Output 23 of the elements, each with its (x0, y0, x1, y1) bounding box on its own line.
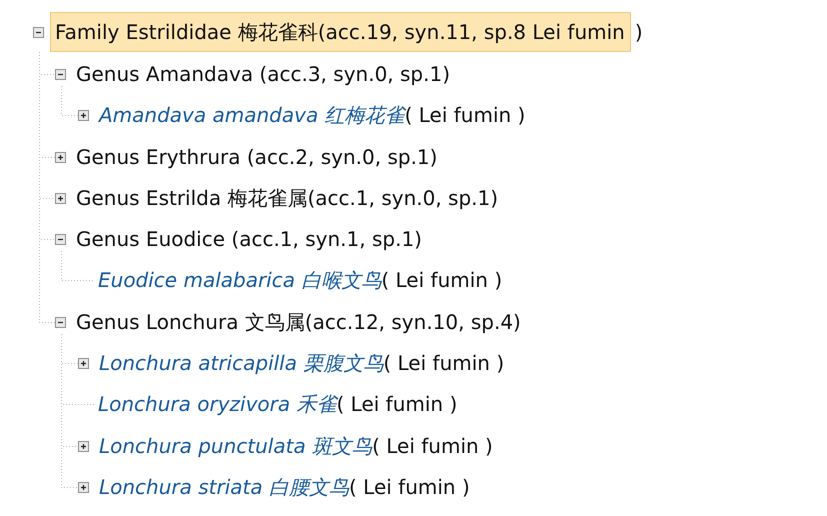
family-label: Family Estrildidae 梅花雀科(acc.19, syn.11, sp.8 Lei fumin (50, 12, 631, 52)
author-label: ( Lei fumin ) (383, 351, 504, 375)
author-label: ( Lei fumin ) (349, 475, 470, 499)
connector-line (61, 86, 78, 116)
genus-label: Genus Estrilda 梅花雀属(acc.1, syn.0, sp.1) (76, 186, 498, 210)
species-link: Euodice malabarica 白喉文鸟 (98, 268, 382, 292)
species-link: Lonchura oryzivora 禾雀 (98, 392, 336, 416)
genus-label: Genus Lonchura 文鸟属(acc.12, syn.10, sp.4) (76, 310, 521, 334)
connector-line (61, 250, 96, 281)
connector-line (39, 52, 56, 323)
species-link: Lonchura atricapilla 栗腹文鸟 (99, 351, 384, 375)
genus-label: Genus Euodice (acc.1, syn.1, sp.1) (76, 227, 422, 251)
species-link: Lonchura striata 白腰文鸟 (99, 475, 349, 499)
author-label: ( Lei fumin ) (381, 268, 502, 292)
author-label: ( Lei fumin ) (336, 392, 458, 416)
genus-label: Genus Erythrura (acc.2, syn.0, sp.1) (76, 145, 438, 169)
connector-line (61, 334, 78, 488)
closing-parenthesis: ) (634, 20, 643, 44)
species-link: Amandava amandava 红梅花雀 (99, 103, 405, 127)
author-label: ( Lei fumin ) (404, 103, 526, 127)
species-link: Lonchura punctulata 斑文鸟 (99, 434, 372, 458)
author-label: ( Lei fumin ) (372, 434, 493, 458)
genus-label: Genus Amandava (acc.3, syn.0, sp.1) (76, 62, 450, 86)
